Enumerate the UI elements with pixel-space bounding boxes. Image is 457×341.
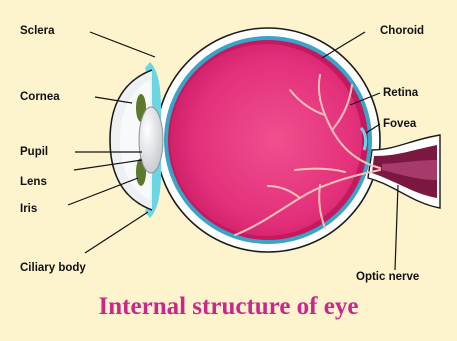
label-iris: Iris xyxy=(20,203,37,215)
lens-shape xyxy=(139,107,163,173)
label-ciliary-body: Ciliary body xyxy=(20,262,86,274)
label-pupil: Pupil xyxy=(20,146,48,158)
label-lens: Lens xyxy=(20,176,47,188)
leader-sclera xyxy=(90,32,155,57)
eye-cross-section-diagram: Sclera Cornea Pupil Lens Iris Ciliary bo… xyxy=(0,0,457,292)
label-cornea: Cornea xyxy=(20,91,60,103)
label-fovea: Fovea xyxy=(383,118,417,130)
vitreous-body xyxy=(170,44,362,236)
label-sclera: Sclera xyxy=(20,25,55,37)
label-retina: Retina xyxy=(383,87,419,99)
label-optic-nerve: Optic nerve xyxy=(356,271,419,283)
label-choroid: Choroid xyxy=(380,25,424,37)
leader-ciliary xyxy=(85,212,148,253)
leader-optic-nerve xyxy=(395,185,398,270)
diagram-caption: Internal structure of eye xyxy=(0,292,457,322)
